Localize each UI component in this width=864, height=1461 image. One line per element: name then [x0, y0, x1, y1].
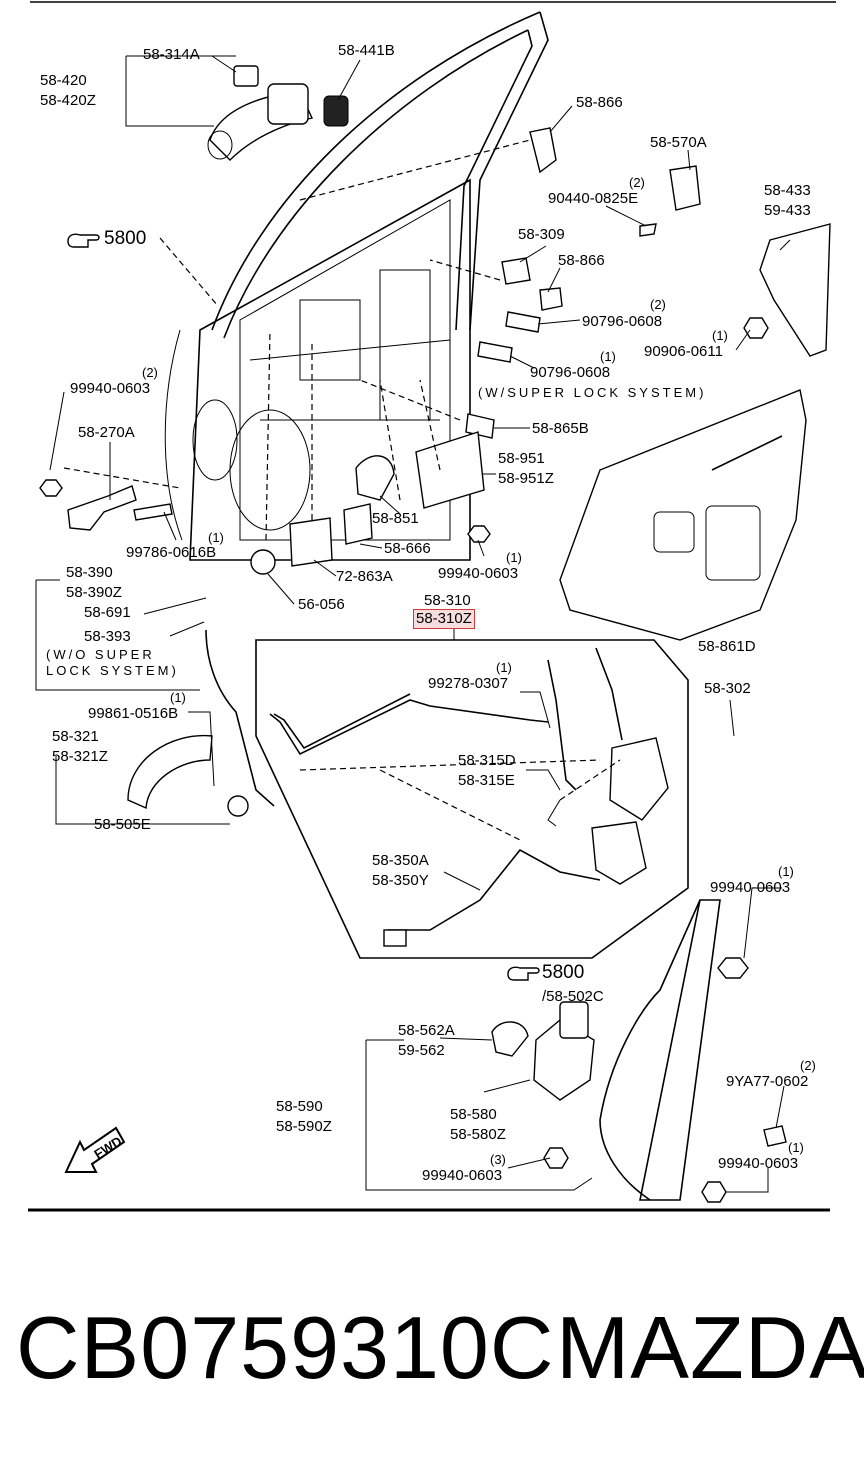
label-99786-0616B: 99786-0616B: [126, 544, 217, 561]
label-59-562: 59-562: [398, 1042, 445, 1059]
label-90796-0608-top: 90796-0608: [582, 313, 663, 330]
label-99940-0603-bottom: 99940-0603: [422, 1167, 503, 1184]
leader-lines-upper: [63, 139, 531, 541]
mid-components: [39, 413, 495, 575]
label-58-666: 58-666: [384, 540, 431, 557]
weathershield: [559, 389, 807, 641]
label-58-570A: 58-570A: [650, 134, 707, 151]
qty-99940-right-top: (1): [778, 864, 794, 879]
label-58-505E: 58-505E: [94, 816, 151, 833]
label-58-315D: 58-315D: [458, 752, 516, 769]
footer-part-number: CB0759310C: [16, 1298, 555, 1397]
qty-99940-bottom: (3): [490, 1152, 506, 1167]
label-56-056: 56-056: [298, 596, 345, 613]
label-58-951: 58-951: [498, 450, 545, 467]
bracket-58-420: [125, 56, 214, 127]
qty-99786: (1): [208, 530, 224, 545]
label-58-310: 58-310: [424, 592, 471, 609]
label-58-314A: 58-314A: [143, 46, 200, 63]
qty-90906: (1): [712, 328, 728, 343]
pointing-hand-icon: [67, 233, 100, 248]
label-58-562A: 58-562A: [398, 1022, 455, 1039]
clip-parts: [477, 127, 769, 363]
label-58-866-mid: 58-866: [558, 252, 605, 269]
label-58-270A: 58-270A: [78, 424, 135, 441]
qty-99861: (1): [170, 690, 186, 705]
door-frame: [164, 11, 549, 561]
label-5800-ref: 5800: [104, 228, 147, 249]
label-58-420: 58-420: [40, 72, 87, 89]
label-58-393: 58-393: [84, 628, 131, 645]
label-58-441B: 58-441B: [338, 42, 395, 59]
outer-handle: [207, 65, 349, 161]
qty-9YA77: (2): [800, 1058, 816, 1073]
latch-box: [255, 639, 689, 959]
qty-99940-right-bottom: (1): [788, 1140, 804, 1155]
label-99940-0603-right-bottom: 99940-0603: [718, 1155, 799, 1172]
qty-99940-mid: (1): [506, 550, 522, 565]
label-58-390: 58-390: [66, 564, 113, 581]
label-58-433: 58-433: [764, 182, 811, 199]
label-9YA77-0602: 9YA77-0602: [726, 1073, 809, 1090]
label-58-691: 58-691: [84, 604, 131, 621]
label-58-861D: 58-861D: [698, 638, 756, 655]
label-58-580: 58-580: [450, 1106, 497, 1123]
label-58-390Z: 58-390Z: [66, 584, 122, 601]
label-99861-0516B: 99861-0516B: [88, 705, 179, 722]
note-wo-super-1: (W/O SUPER: [46, 647, 155, 662]
label-99278-0307: 99278-0307: [428, 675, 509, 692]
label-58-866-top: 58-866: [576, 94, 623, 111]
qty-90440: (2): [629, 175, 645, 190]
label-90796-0608-bottom: 90796-0608: [530, 364, 611, 381]
label-58-502C: /58-502C: [542, 988, 604, 1005]
label-99940-0603-left: 99940-0603: [70, 380, 151, 397]
label-58-315E: 58-315E: [458, 772, 515, 789]
label-99940-0603-mid: 99940-0603: [438, 565, 519, 582]
label-59-433: 59-433: [764, 202, 811, 219]
label-58-590Z: 58-590Z: [276, 1118, 332, 1135]
label-58-350Y: 58-350Y: [372, 872, 429, 889]
label-58-350A: 58-350A: [372, 852, 429, 869]
label-58-302: 58-302: [704, 680, 751, 697]
pointing-hand-icon: [507, 966, 540, 981]
window-regulator: [491, 899, 787, 1203]
label-58-309: 58-309: [518, 226, 565, 243]
latch-components: [269, 647, 669, 947]
trim-panel: [759, 223, 831, 357]
label-58-590: 58-590: [276, 1098, 323, 1115]
note-with-super-lock: (W/SUPER LOCK SYSTEM): [478, 385, 707, 400]
qty-90796-bottom: (1): [600, 349, 616, 364]
label-58-310Z-highlighted: 58-310Z: [413, 609, 475, 629]
qty-99940-left: (2): [142, 365, 158, 380]
qty-90796-top: (2): [650, 297, 666, 312]
label-72-863A: 72-863A: [336, 568, 393, 585]
label-58-851: 58-851: [372, 510, 419, 527]
label-58-865B: 58-865B: [532, 420, 589, 437]
label-5800-ref-lower: 5800: [542, 962, 585, 983]
label-58-321: 58-321: [52, 728, 99, 745]
bracket-58-590: [365, 1040, 593, 1191]
note-wo-super-2: LOCK SYSTEM): [46, 663, 179, 678]
label-58-420Z: 58-420Z: [40, 92, 96, 109]
footer-brand: MAZDA: [556, 1298, 864, 1397]
label-99940-0603-right-top: 99940-0603: [710, 879, 791, 896]
leader-lines: [35, 55, 791, 1193]
label-90440-0825E: 90440-0825E: [548, 190, 639, 207]
label-58-951Z: 58-951Z: [498, 470, 554, 487]
label-58-580Z: 58-580Z: [450, 1126, 506, 1143]
label-58-321Z: 58-321Z: [52, 748, 108, 765]
qty-99278: (1): [496, 660, 512, 675]
fwd-arrow-icon: FWD: [64, 1126, 126, 1173]
inner-handle: [127, 629, 275, 817]
label-90906-0611: 90906-0611: [644, 343, 723, 360]
